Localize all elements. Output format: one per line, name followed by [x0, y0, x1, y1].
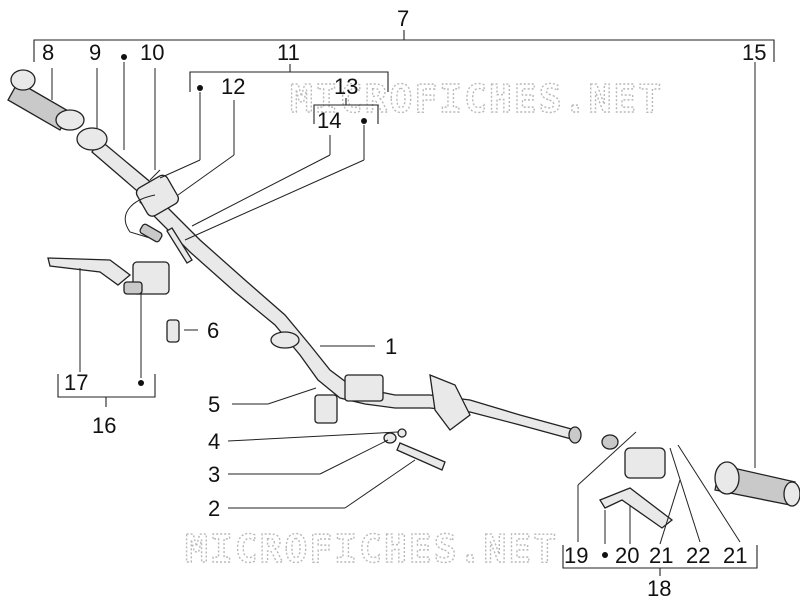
part-label-12: 12 — [221, 74, 245, 99]
part-label-7: 7 — [397, 6, 409, 31]
watermark-bottom: MICROFICHES.NET — [185, 527, 558, 571]
part-label-2: 2 — [208, 496, 220, 521]
washer-4 — [397, 428, 407, 438]
leader-lines — [51, 62, 756, 545]
left-grip — [7, 69, 85, 131]
screw-10 — [149, 169, 161, 181]
part-label-21b: 21 — [723, 543, 747, 568]
left-brake-lever — [47, 257, 132, 286]
part-label-16: 16 — [92, 413, 116, 438]
long-screw-12 — [166, 227, 193, 264]
watermark-top: MICROFICHES.NET — [290, 77, 663, 121]
part-label-9: 9 — [89, 40, 101, 65]
dot-marker — [138, 380, 144, 386]
part-label-5: 5 — [208, 392, 220, 417]
ring-washer — [76, 127, 108, 151]
bracket-18 — [562, 545, 758, 576]
bolt-2 — [396, 442, 446, 471]
part-label-3: 3 — [208, 462, 220, 487]
right-master-cylinder — [624, 447, 666, 479]
part-label-15: 15 — [742, 40, 766, 65]
part-label-19: 19 — [564, 543, 588, 568]
bracket-11 — [189, 64, 389, 92]
part-label-4: 4 — [208, 429, 220, 454]
pin-6 — [166, 319, 180, 343]
handlebar-tube — [139, 189, 582, 444]
spacer-collar — [601, 434, 619, 450]
right-brake-lever — [599, 487, 674, 529]
right-grip — [714, 461, 800, 507]
part-label-10: 10 — [140, 40, 164, 65]
part-label-22: 22 — [686, 543, 710, 568]
part-label-6: 6 — [207, 318, 219, 343]
dot-marker — [197, 85, 203, 91]
part-label-13: 13 — [334, 74, 358, 99]
part-label-11: 11 — [277, 40, 300, 65]
dot-marker — [361, 118, 367, 124]
cable-fitting — [429, 373, 471, 431]
center-clamp — [314, 374, 384, 424]
part-label-21a: 21 — [649, 543, 673, 568]
left-master-cylinder — [123, 261, 170, 295]
bracket-7 — [33, 30, 775, 62]
throttle-assembly — [91, 139, 180, 243]
dot-marker — [121, 54, 127, 60]
dot-marker — [602, 552, 608, 558]
bracket-16 — [57, 374, 156, 407]
part-label-18: 18 — [647, 576, 671, 600]
part-label-20: 20 — [615, 543, 639, 568]
part-label-17: 17 — [64, 370, 88, 395]
part-label-1: 1 — [385, 334, 397, 359]
bracket-13 — [313, 98, 379, 124]
part-label-14: 14 — [317, 108, 341, 133]
part-label-8: 8 — [42, 40, 54, 65]
